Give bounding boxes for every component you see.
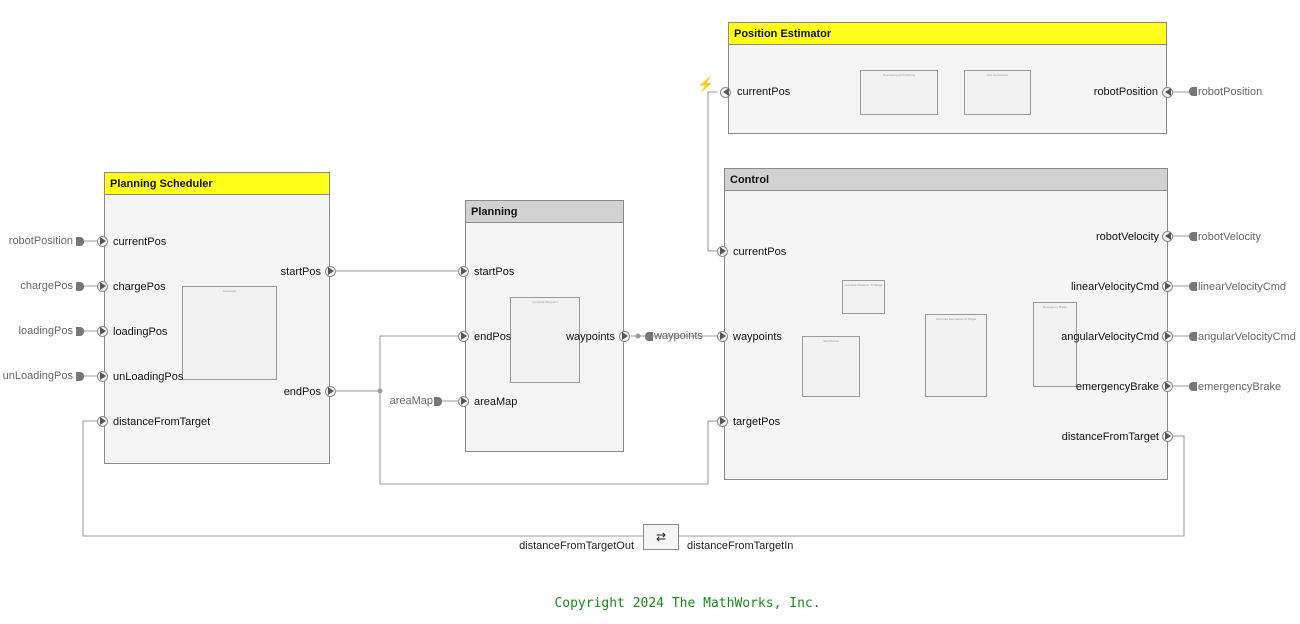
root-inport-chargepos[interactable] (76, 282, 84, 291)
planning-title: Planning (466, 201, 623, 223)
root-outport-robotposition[interactable] (1189, 87, 1197, 96)
root-inport-robotposition[interactable] (76, 237, 84, 246)
port-label-chargepos: chargePos (113, 281, 166, 293)
port-arrow-icon (1165, 332, 1171, 340)
port-arrow-icon (461, 267, 467, 275)
subsystem-processing-and-filtering[interactable]: Processing And Filtering (860, 70, 938, 115)
root-outport-linearvelocitycmd-label: linearVelocityCmd (1198, 281, 1287, 293)
subsystem-title: Processing And Filtering (882, 73, 916, 77)
port-label-startpos: startPos (280, 266, 321, 278)
subsystem-emergency-brake[interactable]: Emergency Brake (1033, 302, 1077, 387)
root-outport-robotvelocity[interactable] (1189, 232, 1197, 241)
subsystem-compute-distance-to-target[interactable]: Compute Distance To Target (842, 280, 885, 314)
root-outport-emergencybrake-label: emergencyBrake (1198, 381, 1282, 393)
port-label-distancefromtarget: distanceFromTarget (113, 416, 211, 428)
port-label-endpos: endPos (283, 386, 321, 398)
port-arrow-icon (622, 332, 628, 340)
port-label-distancefromtarget: distanceFromTarget (1061, 431, 1159, 443)
port-label-angularvelocitycmd: angularVelocityCmd (1061, 331, 1159, 343)
root-inport-areamap-label: areaMap (389, 395, 433, 407)
subsystem-title: Unit Conversion (986, 73, 1009, 77)
copyright-notice: Copyright 2024 The MathWorks, Inc. (554, 596, 821, 611)
port-label-startpos: startPos (474, 266, 515, 278)
port-label-loadingpos: loadingPos (113, 326, 168, 338)
port-arrow-icon (1165, 232, 1171, 240)
port-arrow-icon (328, 387, 334, 395)
port-arrow-icon (461, 397, 467, 405)
position-estimator-title: Position Estimator (729, 23, 1166, 45)
converter-icon: ⇄ (655, 530, 667, 544)
port-label-waypoints: waypoints (733, 331, 782, 343)
root-inport-robotposition-label: robotPosition (8, 235, 73, 247)
port-arrow-icon (1165, 432, 1171, 440)
port-label-robotposition: robotPosition (1093, 86, 1158, 98)
warning-icon: ⚡ (697, 76, 715, 92)
port-label-unloadingpos: unLoadingPos (113, 371, 184, 383)
port-label-currentpos: currentPos (113, 236, 167, 248)
root-inport-unloadingpos[interactable] (76, 372, 84, 381)
position-estimator-block[interactable]: Position Estimator Processing And Filter… (728, 22, 1167, 134)
port-label-waypoints: waypoints (566, 331, 615, 343)
port-label-currentpos: currentPos (733, 246, 787, 258)
port-arrow-icon (1165, 382, 1171, 390)
subsystem-title: Compute Waypoint (532, 300, 558, 304)
root-inport-areamap[interactable] (434, 397, 442, 406)
port-arrow-icon (461, 332, 467, 340)
port-arrow-icon (1165, 88, 1171, 96)
port-arrow-icon (100, 372, 106, 380)
planning-scheduler-title: Planning Scheduler (105, 173, 329, 195)
port-label-targetpos: targetPos (733, 416, 781, 428)
subsystem-title: Compute Derivatives of Target (935, 317, 977, 321)
subsystem-title: Test Pursuit (823, 339, 839, 343)
root-outport-robotvelocity-label: robotVelocity (1198, 231, 1261, 243)
port-label-emergencybrake: emergencyBrake (1075, 381, 1159, 393)
port-arrow-icon (723, 88, 729, 96)
waypoints-bus-connector[interactable] (645, 332, 653, 341)
port-arrow-icon (100, 237, 106, 245)
subsystem-test-pursuit[interactable]: Test Pursuit (802, 336, 860, 397)
root-inport-loadingpos-label: loadingPos (18, 325, 73, 337)
port-arrow-icon (100, 282, 106, 290)
port-arrow-icon (100, 327, 106, 335)
root-outport-emergencybrake[interactable] (1189, 382, 1197, 391)
root-outport-robotposition-label: robotPosition (1198, 86, 1263, 98)
planning-block[interactable]: Planning Compute Waypoint startPos endPo… (465, 200, 624, 452)
root-inport-unloadingpos-label: unLoadingPos (2, 370, 73, 382)
subsystem-compute-waypoint[interactable]: Compute Waypoint (510, 297, 580, 383)
root-outport-angularvelocitycmd-label: angularVelocityCmd (1198, 331, 1296, 343)
port-arrow-icon (720, 247, 726, 255)
subsystem-scheduler[interactable]: Scheduler (182, 286, 277, 380)
port-label-currentpos: currentPos (737, 86, 791, 98)
root-outport-angularvelocitycmd[interactable] (1189, 332, 1197, 341)
converter-left-label: distanceFromTargetOut (519, 540, 634, 552)
port-arrow-icon (1165, 282, 1171, 290)
subsystem-unit-conversion[interactable]: Unit Conversion (964, 70, 1031, 115)
root-inport-loadingpos[interactable] (76, 327, 84, 336)
control-title: Control (725, 169, 1167, 191)
converter-right-label: distanceFromTargetIn (687, 540, 794, 552)
port-arrow-icon (720, 332, 726, 340)
port-arrow-icon (720, 417, 726, 425)
subsystem-compute-derivatives[interactable]: Compute Derivatives of Target (925, 314, 987, 397)
subsystem-title: Scheduler (222, 289, 237, 293)
root-inport-chargepos-label: chargePos (20, 280, 73, 292)
port-arrow-icon (328, 267, 334, 275)
subsystem-title: Emergency Brake (1043, 305, 1067, 309)
control-block[interactable]: Control Compute Distance To Target Compu… (724, 168, 1168, 480)
root-outport-linearvelocitycmd[interactable] (1189, 282, 1197, 291)
port-label-linearvelocitycmd: linearVelocityCmd (1070, 281, 1159, 293)
waypoints-signal-label: waypoints (654, 330, 703, 342)
planning-scheduler-block[interactable]: Planning Scheduler Scheduler currentPos … (104, 172, 330, 464)
subsystem-title: Compute Distance To Target (844, 283, 883, 287)
port-label-robotvelocity: robotVelocity (1096, 231, 1159, 243)
port-label-endpos: endPos (474, 331, 512, 343)
port-arrow-icon (100, 417, 106, 425)
signal-converter-block[interactable]: ⇄ (643, 524, 679, 550)
port-label-areamap: areaMap (474, 396, 518, 408)
